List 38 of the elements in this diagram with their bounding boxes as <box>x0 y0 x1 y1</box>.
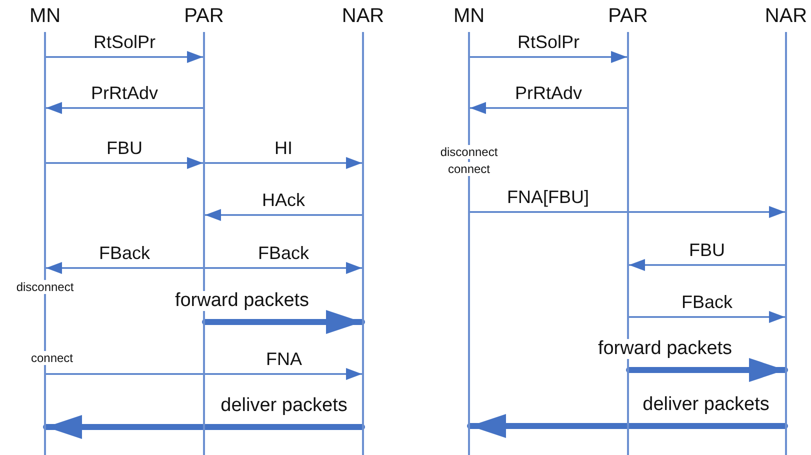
lifeline <box>203 32 205 455</box>
arrow <box>205 262 362 274</box>
thick-arrow <box>467 414 788 438</box>
state-note: connect <box>30 351 74 365</box>
thick-arrow <box>202 310 365 334</box>
arrow <box>205 209 362 221</box>
state-note: connect <box>448 162 490 176</box>
arrow <box>205 157 362 169</box>
edge-label: deliver packets <box>642 395 770 415</box>
arrow <box>470 102 627 114</box>
arrow <box>46 157 203 169</box>
arrow <box>46 368 362 380</box>
lifeline-header: NAR <box>764 4 808 28</box>
arrow <box>470 51 627 63</box>
lifeline <box>44 32 46 455</box>
lifeline <box>785 32 787 455</box>
lifeline-header: MN <box>453 4 485 28</box>
edge-label: forward packets <box>596 339 734 359</box>
lifeline <box>362 32 364 455</box>
lifeline-header: PAR <box>608 4 648 28</box>
lifeline-header: MN <box>29 4 61 28</box>
arrow <box>629 311 785 323</box>
thick-arrow <box>43 415 365 439</box>
state-note: disconnect <box>440 145 498 159</box>
state-note: disconnect <box>16 280 74 294</box>
arrow <box>46 102 203 114</box>
arrow <box>46 262 203 274</box>
edge-label: FNA[FBU] <box>506 187 590 207</box>
thick-arrow <box>626 358 788 382</box>
lifeline-header: PAR <box>184 4 224 28</box>
lifeline <box>468 32 470 455</box>
arrow <box>629 259 785 271</box>
arrow <box>46 51 203 63</box>
edge-label: forward packets <box>174 291 310 311</box>
lifeline <box>627 32 629 455</box>
edge-label: deliver packets <box>220 396 348 416</box>
lifeline-header: NAR <box>342 4 384 28</box>
arrow <box>470 206 785 218</box>
